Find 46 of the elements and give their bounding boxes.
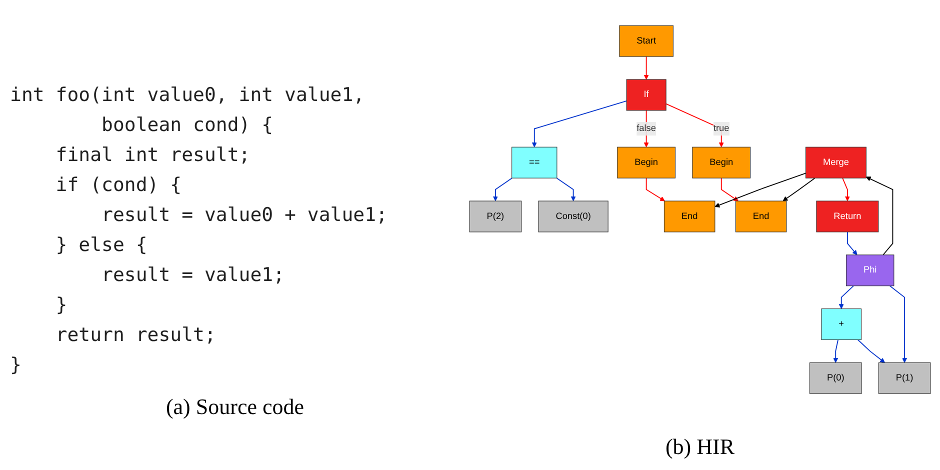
arrow (714, 173, 806, 208)
node-box: Begin (617, 147, 676, 179)
arrow (842, 178, 850, 202)
arrow (556, 178, 576, 202)
edge-label: true (713, 124, 730, 134)
node-box: P(2) (469, 201, 522, 233)
arrow (782, 178, 816, 202)
code-line: return result; (54, 323, 216, 348)
node-box: == (512, 147, 558, 179)
arrow (720, 178, 738, 202)
arrow (646, 178, 665, 202)
node-box: Merge (805, 147, 866, 179)
code-line: result = value1; (100, 263, 285, 288)
node-box: Const(0) (538, 201, 608, 233)
node-box: + (821, 308, 862, 340)
arrow (644, 56, 649, 80)
node-box: Return (816, 201, 879, 233)
arrow (532, 100, 628, 148)
arrow (889, 286, 908, 364)
arrow (857, 340, 885, 364)
arrow (833, 340, 839, 364)
code-line: int foo(int value0, int value1, (10, 83, 365, 108)
node-box: If (626, 80, 666, 112)
node-box: Begin (692, 147, 751, 179)
figure-caption: (a) Source code (164, 394, 306, 420)
node-box: End (735, 201, 787, 233)
node-box: Phi (846, 255, 894, 287)
node-box: End (664, 201, 716, 233)
code-line: } (10, 353, 22, 378)
node-box: Start (619, 26, 674, 58)
edge-label: false (636, 124, 656, 134)
code-line: boolean cond) { (100, 113, 274, 138)
arrow (846, 232, 858, 256)
arrow (838, 286, 854, 310)
code-line: result = value0 + value1; (100, 203, 388, 228)
code-line: } else { (54, 233, 148, 258)
code-line: } (54, 293, 68, 318)
node-box: P(0) (809, 362, 862, 394)
arrow (492, 178, 512, 202)
node-box: P(1) (878, 362, 931, 394)
arrow (666, 104, 724, 148)
arrow (644, 110, 649, 148)
code-line: final int result; (54, 143, 250, 168)
figure-caption: (b) HIR (665, 434, 735, 460)
code-line: if (cond) { (54, 173, 182, 198)
arrow (866, 176, 894, 256)
